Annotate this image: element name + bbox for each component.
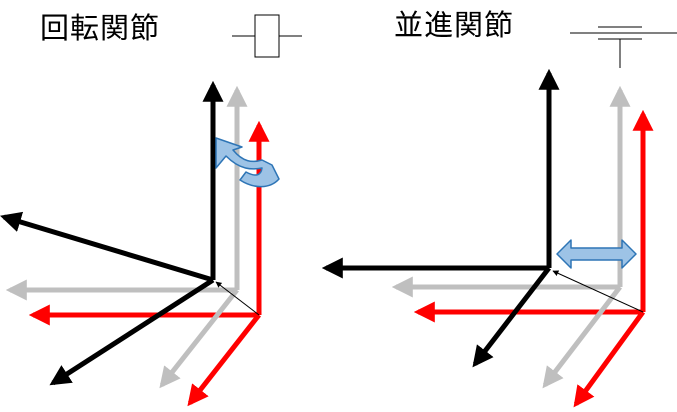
- prismatic-prev-y-axis: [542, 285, 622, 389]
- revolute-base-y-axis: [187, 313, 261, 407]
- double-headed-arrow-icon: [556, 239, 637, 269]
- revolute-joint-symbol-icon: [232, 14, 302, 58]
- revolute-prev-y-axis: [159, 288, 239, 389]
- revolute-link-y-axis: [49, 277, 215, 386]
- revolute-offset-vector: [215, 281, 260, 316]
- revolute-link-frame: [0, 80, 224, 386]
- prismatic-base-frame: [413, 109, 654, 408]
- prismatic-base-y-axis: [573, 310, 646, 408]
- revolute-joint-title: 回転関節: [40, 11, 161, 45]
- curved-rotation-arrow-icon: [215, 137, 280, 188]
- prismatic-link-frame: [321, 68, 560, 368]
- revolute-previous-frame: [5, 85, 248, 389]
- prismatic-offset-vector: [552, 270, 644, 313]
- prismatic-previous-frame: [391, 85, 631, 389]
- prismatic-joint-symbol-icon: [570, 26, 677, 68]
- prismatic-link-y-axis: [472, 266, 551, 368]
- prismatic-joint-title: 並進関節: [394, 8, 515, 42]
- revolute-base-frame: [28, 120, 270, 407]
- revolute-link-x-axis: [0, 211, 214, 283]
